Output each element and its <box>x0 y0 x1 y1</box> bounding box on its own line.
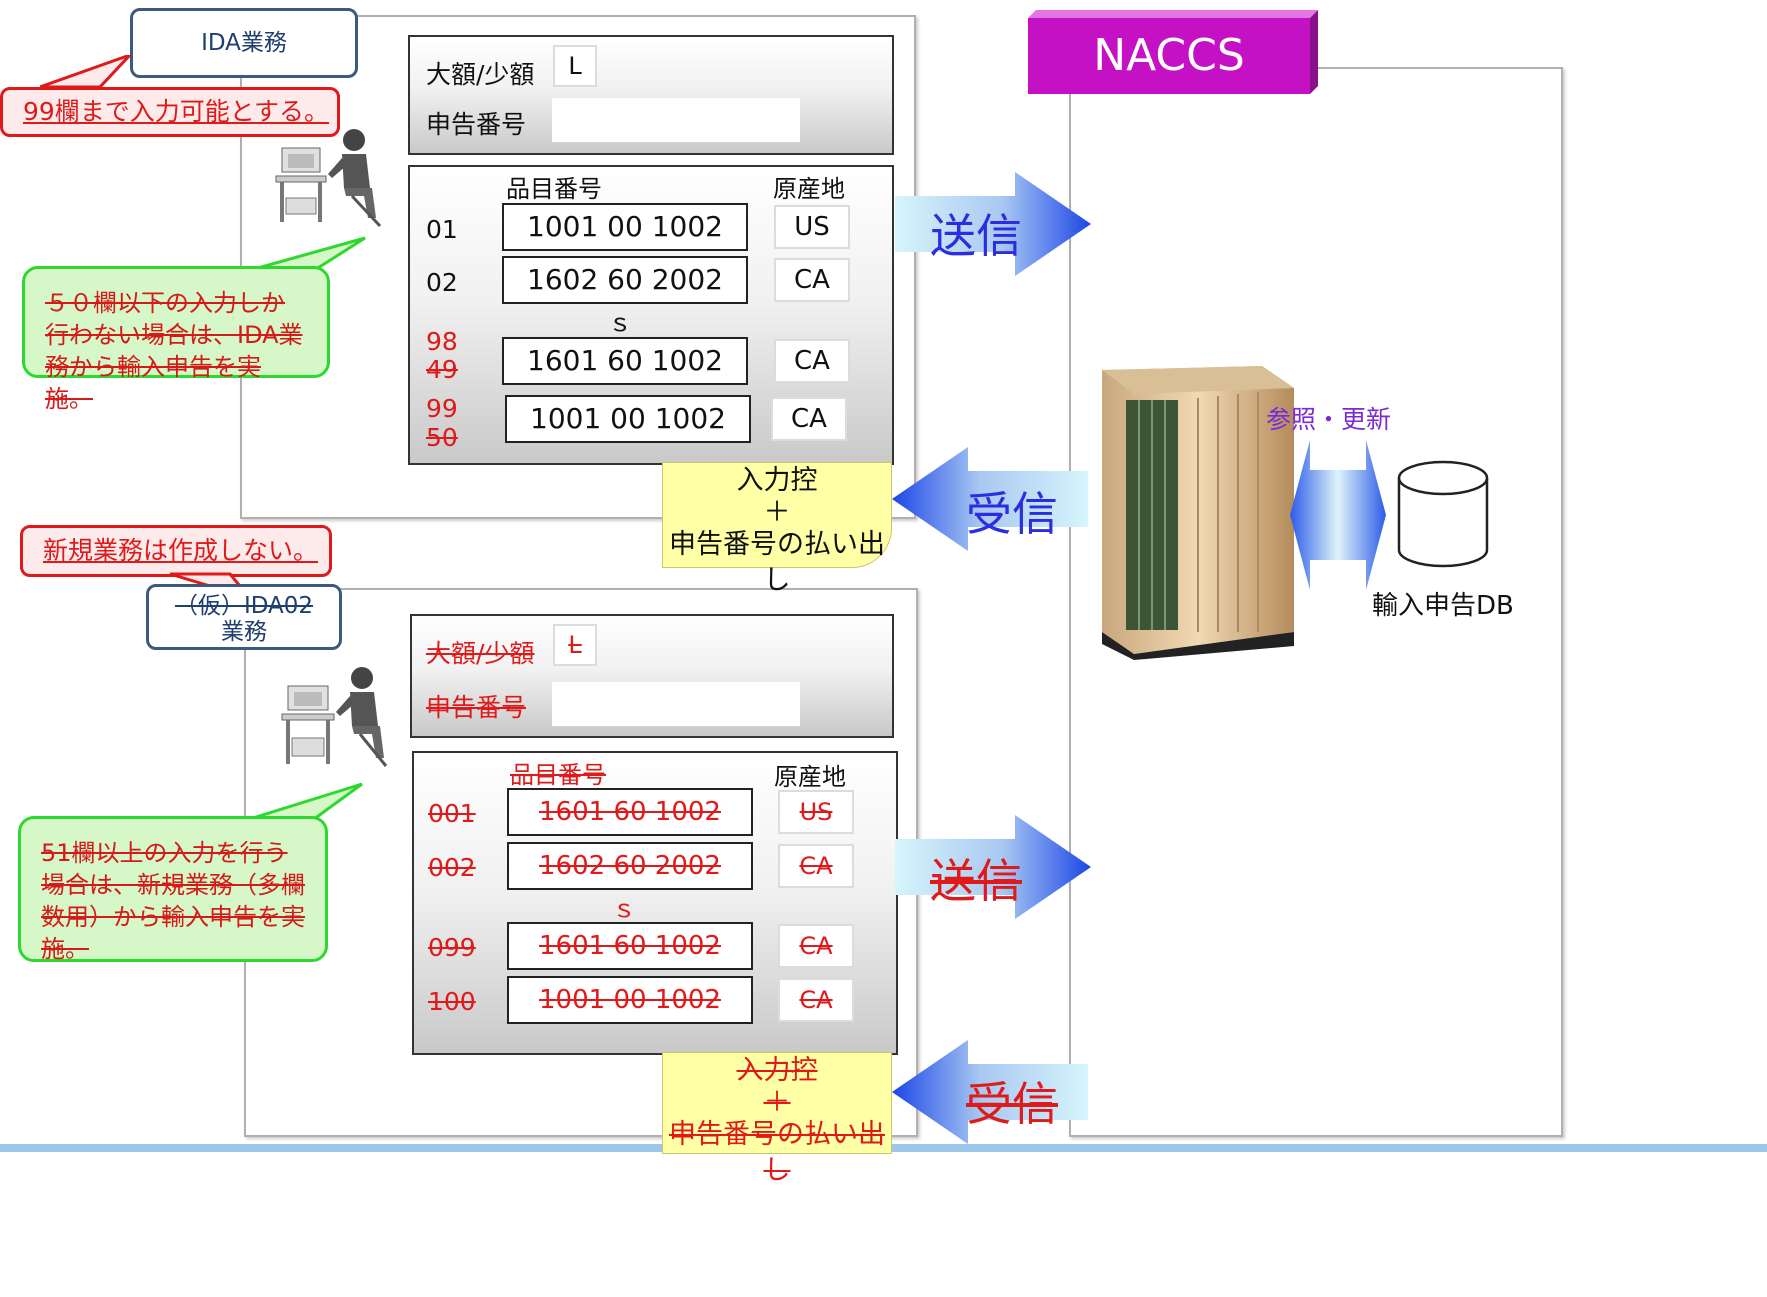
item-field[interactable]: 1601 60 1002 <box>502 337 748 385</box>
item-field[interactable]: 1601 60 1002 <box>507 788 753 836</box>
item-field[interactable]: 1001 00 1002 <box>502 203 748 251</box>
decl-field[interactable] <box>552 682 800 726</box>
red-callout: 新規業務は作成しない。 <box>20 525 332 577</box>
control-note: 入力控 ＋ 申告番号の払い出し <box>662 462 892 596</box>
row-no-old: 49 <box>426 355 458 384</box>
send-label: 送信 <box>930 209 1022 263</box>
row-no: 99 <box>426 394 458 423</box>
tag-line-2: 業務 <box>221 619 267 645</box>
row-no: 099 <box>428 933 476 962</box>
row-no: 02 <box>426 268 458 297</box>
note-line-3: 申告番号の払い出し <box>669 529 885 596</box>
note-line-2: ＋ <box>763 497 791 528</box>
note-line-1: 入力控 <box>736 1055 818 1086</box>
item-field[interactable]: 1602 60 2002 <box>502 256 748 304</box>
db-label: 輸入申告DB <box>1372 591 1514 621</box>
row-no: 98 <box>426 327 458 356</box>
note-line-2: ＋ <box>763 1087 791 1118</box>
operator-icon <box>281 667 388 767</box>
origin-field[interactable]: CA <box>778 924 854 968</box>
naccs-title: NACCS <box>1093 30 1245 81</box>
server-icon <box>1102 366 1294 660</box>
item-field[interactable]: 1001 00 1002 <box>505 395 751 443</box>
tilde-mark: ｓ <box>608 309 632 337</box>
row-no-old: 50 <box>426 423 458 452</box>
decl-field[interactable] <box>552 98 800 142</box>
send-arrow <box>895 815 1091 919</box>
bottom-item-table: 品目番号 原産地 001 1601 60 1002 US 002 1602 60… <box>412 751 898 1055</box>
receive-label: 受信 <box>966 487 1058 541</box>
row-no: 002 <box>428 853 476 882</box>
col-item-header: 品目番号 <box>506 175 602 203</box>
amount-field[interactable]: L <box>553 624 597 666</box>
item-field[interactable]: 1602 60 2002 <box>507 842 753 890</box>
ida02-tag: （仮）IDA02 業務 <box>146 584 342 650</box>
row-no: 100 <box>428 987 476 1016</box>
ida-tag: IDA業務 <box>130 8 358 78</box>
note-line-1: 入力控 <box>736 465 818 496</box>
decl-label: 申告番号 <box>426 110 527 139</box>
row-no: 001 <box>428 799 476 828</box>
naccs-banner <box>1028 10 1318 94</box>
amount-label: 大額/少額 <box>426 60 535 89</box>
tilde-mark: ｓ <box>612 895 636 923</box>
control-note: 入力控 ＋ 申告番号の払い出し <box>662 1052 892 1186</box>
send-label: 送信 <box>930 854 1022 908</box>
decl-label: 申告番号 <box>426 693 527 722</box>
origin-field[interactable]: US <box>778 790 854 834</box>
receive-label: 受信 <box>966 1077 1058 1131</box>
col-item-header: 品目番号 <box>510 761 606 789</box>
receive-arrow <box>892 1040 1088 1144</box>
top-header-box: 大額/少額 L 申告番号 <box>408 35 894 155</box>
row-no: 01 <box>426 215 458 244</box>
item-field[interactable]: 1001 00 1002 <box>507 976 753 1024</box>
red-callout: 99欄まで入力可能とする。 <box>0 87 340 137</box>
green-callout: ５０欄以下の入力しか行わない場合は、IDA業務から輸入申告を実施。 <box>22 266 330 413</box>
note-line-3: 申告番号の払い出し <box>669 1119 885 1186</box>
item-field[interactable]: 1601 60 1002 <box>507 922 753 970</box>
origin-field[interactable]: CA <box>778 978 854 1022</box>
green-callout: 51欄以上の入力を行う場合は、新規業務（多欄数用）から輸入申告を実施。 <box>18 816 328 963</box>
amount-label: 大額/少額 <box>426 639 535 668</box>
amount-field[interactable]: L <box>553 45 597 87</box>
operator-icon <box>275 129 382 228</box>
bottom-header-box: 大額/少額 L 申告番号 <box>410 614 894 738</box>
origin-field[interactable]: US <box>774 205 850 249</box>
top-item-table: 品目番号 原産地 01 1001 00 1002 US 02 1602 60 2… <box>408 165 894 465</box>
origin-field[interactable]: CA <box>774 258 850 302</box>
col-origin-header: 原産地 <box>773 175 845 203</box>
ref-update-label: 参照・更新 <box>1266 405 1392 434</box>
send-arrow <box>895 172 1091 276</box>
receive-arrow <box>892 447 1088 551</box>
origin-field[interactable]: CA <box>771 397 847 441</box>
origin-field[interactable]: CA <box>778 844 854 888</box>
double-arrow <box>1290 440 1386 590</box>
database-icon <box>1397 460 1489 568</box>
col-origin-header: 原産地 <box>774 763 846 791</box>
tag-line-1: （仮）IDA02 <box>174 593 314 619</box>
origin-field[interactable]: CA <box>774 339 850 383</box>
